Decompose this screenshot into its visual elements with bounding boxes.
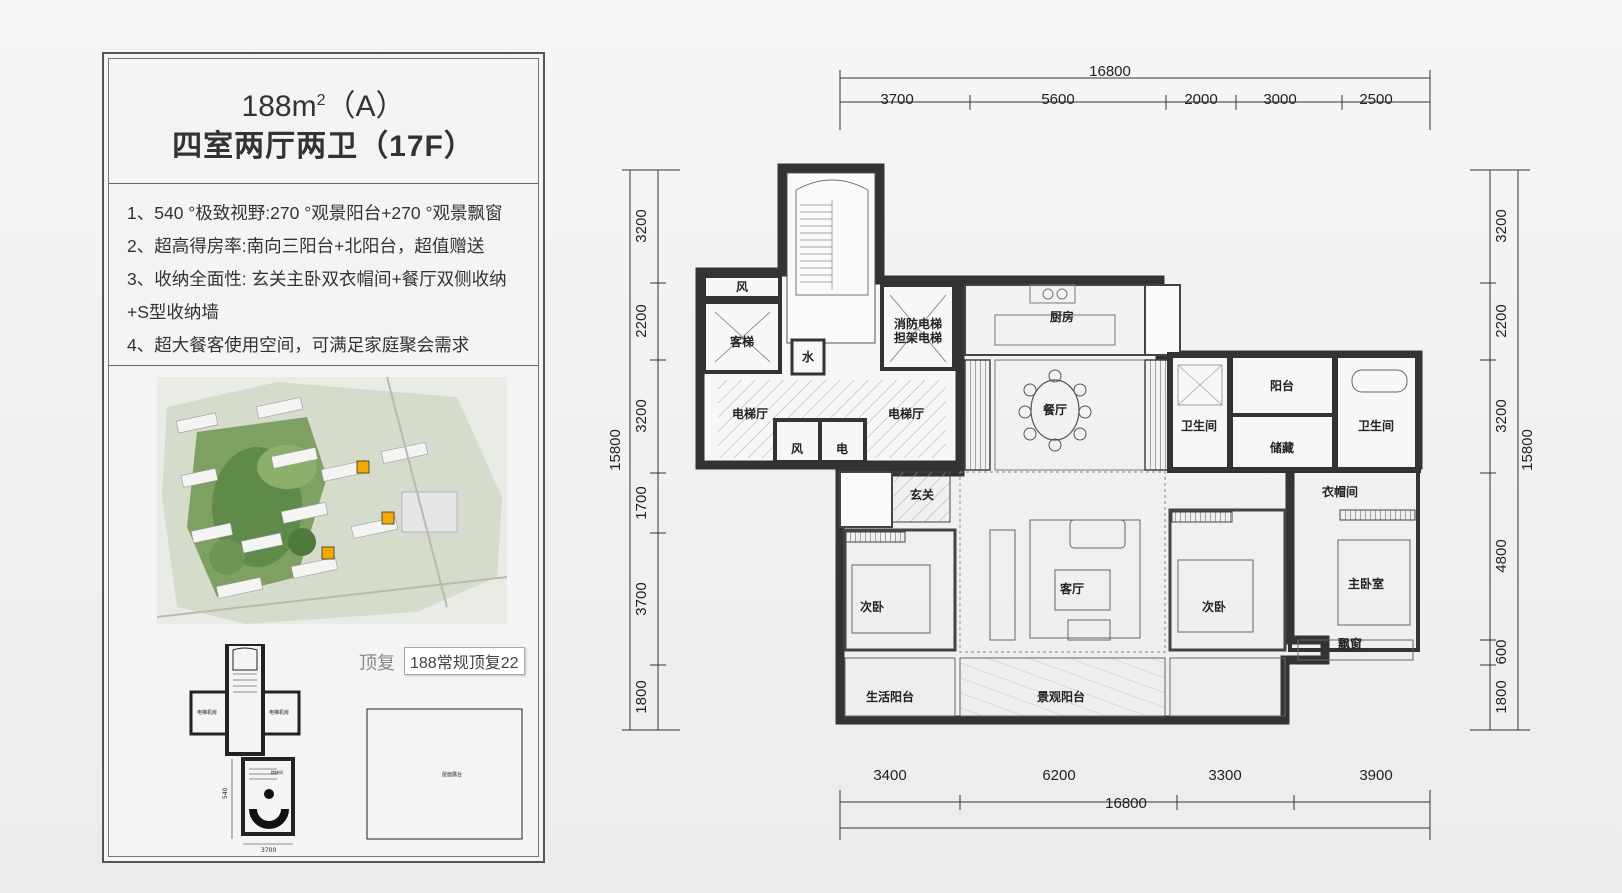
dim-left: 3700 [633,582,650,615]
dim-top-total: 16800 [1089,63,1131,80]
dim-left: 3200 [633,399,650,432]
room-label-fire-lift: 消防电梯 [894,316,942,331]
machine-room-left-label: 电梯机房 [197,709,217,716]
room-label-view-balcony: 景观阳台 [1037,689,1085,704]
room-label-storage: 储藏 [1270,440,1294,455]
machine-room-right-label: 电梯机房 [269,709,289,716]
room-label-utility-balcony: 生活阳台 [866,689,914,704]
type-letter: （A） [325,90,406,123]
room-label-bath-left: 卫生间 [1181,418,1217,433]
feature-item: 3、收纳全面性: 玄关主卧双衣帽间+餐厅双侧收纳 [127,269,507,289]
room-label-north-balcony: 阳台 [1270,378,1294,393]
room-label-lift-hall-left: 电梯厅 [732,406,768,421]
title-area: 188m2（A） 四室两厅两卫（17F） [109,59,538,184]
room-label-wind-bottom: 风 [791,442,803,456]
room-labels: 风 客梯 水 消防电梯 担架电梯 电梯厅 电梯厅 风 电 厨房 餐厅 卫生间 阳… [729,280,1394,704]
stair-room-label: 楼梯间 [271,769,283,775]
room-label-master: 主卧室 [1348,576,1384,591]
room-label-bedroom-left: 次卧 [860,599,884,614]
dim-left: 3200 [633,209,650,242]
feature-item: 1、540 °极致视野:270 °观景阳台+270 °观景飘窗 [127,203,503,223]
dim-right-total: 15800 [1519,429,1536,471]
room-label-guest-lift: 客梯 [729,334,754,349]
dim-left: 1700 [633,486,650,519]
dim-left: 2200 [633,304,650,337]
dim-right: 3200 [1493,209,1510,242]
dim-left: 1800 [633,680,650,713]
area-title: 188m2（A） [109,81,538,125]
dim-bottom: 3300 [1208,767,1241,784]
room-label-living: 客厅 [1059,581,1084,596]
roof-plan-drawing: 电梯机房 电梯机房 屋面露台 楼梯间 540 3700 [189,644,523,854]
room-label-bedroom-mid: 次卧 [1202,599,1226,614]
mini-plan-tag: 188常规顶复22 [404,647,525,675]
dim-right: 2200 [1493,304,1510,337]
info-card-frame: 188m2（A） 四室两厅两卫（17F） 1、540 °极致视野:270 °观景… [108,58,539,857]
room-label-bay-window: 飘窗 [1338,636,1362,651]
dim-top: 3700 [880,91,913,108]
room-label-water: 水 [802,349,815,364]
dim-top: 3000 [1263,91,1296,108]
dim-left-total: 15800 [607,429,624,471]
room-label-foyer: 玄关 [910,487,934,502]
room-label-dining: 餐厅 [1043,402,1067,417]
mini-tag-shadow: 顶复 [359,653,395,673]
feature-item: 2、超高得房率:南向三阳台+北阳台，超值赠送 [127,236,485,256]
room-label-lift-hall-right: 电梯厅 [888,406,924,421]
feature-list: 1、540 °极致视野:270 °观景阳台+270 °观景飘窗 2、超高得房率:… [109,183,538,366]
mini-dim-bottom: 3700 [261,847,276,854]
dim-top: 2500 [1359,91,1392,108]
feature-item: 4、超大餐客使用空间，可满足家庭聚会需求 [127,335,470,355]
dim-top: 2000 [1184,91,1217,108]
dim-right: 600 [1493,639,1510,664]
layout-subtitle: 四室两厅两卫（17F） [172,130,475,163]
dim-right: 3200 [1493,399,1510,432]
area-unit-sup: 2 [316,92,326,109]
room-label-stretcher-lift: 担架电梯 [894,330,942,345]
dim-bottom: 3400 [873,767,906,784]
dimension-labels: 16800 3700 5600 2000 3000 2500 3400 6200… [607,63,1536,812]
room-label-kitchen: 厨房 [1050,309,1074,324]
dimension-lines [622,70,1530,840]
dim-top: 5600 [1041,91,1074,108]
area-value: 188m [241,90,317,123]
roof-terrace-label: 屋面露台 [442,771,462,778]
room-label-wind-top: 风 [736,280,748,294]
dim-bottom: 3900 [1359,767,1392,784]
room-label-bath-right: 卫生间 [1358,418,1394,433]
dim-bottom-total: 16800 [1105,795,1147,812]
site-plan-image [157,377,507,624]
feature-item: +S型收纳墙 [127,302,219,322]
mini-dim-side: 540 [222,787,229,799]
dim-bottom: 6200 [1042,767,1075,784]
dim-right: 4800 [1493,539,1510,572]
walls [695,163,1423,725]
room-label-elec: 电 [836,441,848,456]
dim-right: 1800 [1493,680,1510,713]
floor-plan-drawing: 16800 3700 5600 2000 3000 2500 3400 6200… [607,63,1536,840]
info-card: 188m2（A） 四室两厅两卫（17F） 1、540 °极致视野:270 °观景… [102,52,545,863]
room-label-cloakroom: 衣帽间 [1322,484,1358,499]
